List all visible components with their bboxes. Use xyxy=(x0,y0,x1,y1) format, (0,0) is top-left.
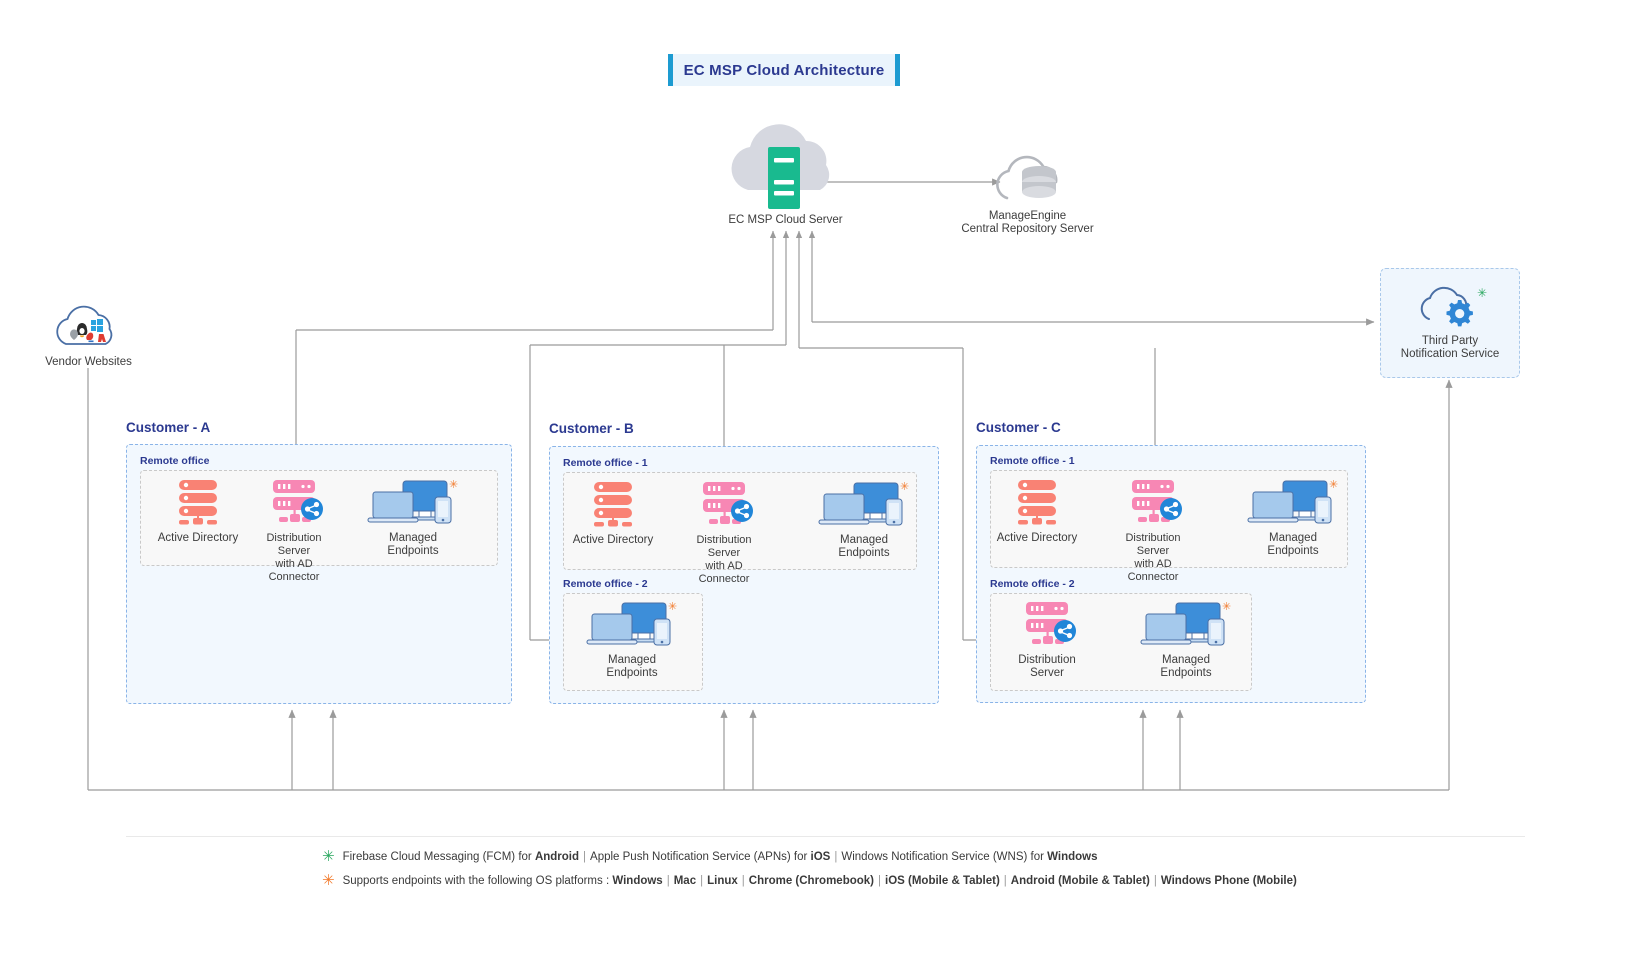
customer-c-active-directory-node[interactable]: Active Directory xyxy=(994,478,1080,550)
legend-row-os-platforms: ✳ Supports endpoints with the following … xyxy=(322,872,1525,889)
third-party-label-line1: Third Party xyxy=(1421,335,1479,347)
customer-a-distribution-server-node[interactable]: Distribution Server with AD Connector xyxy=(251,478,337,583)
customer-b-title: Customer - B xyxy=(549,421,634,436)
distribution-server-icon xyxy=(1026,602,1076,644)
third-party-label-line2: Notification Service xyxy=(1400,348,1500,360)
managed-endpoints-icon: ✳ xyxy=(1140,600,1231,646)
legend-row-notification: ✳ Firebase Cloud Messaging (FCM) for And… xyxy=(322,848,1525,865)
distribution-server-icon xyxy=(703,482,753,524)
customer-c-office2-managed-endpoints-label: Managed Endpoints xyxy=(1160,654,1212,679)
svg-text:✳: ✳ xyxy=(900,480,909,493)
customer-a-active-directory-label: Active Directory xyxy=(157,532,239,544)
customer-c-title: Customer - C xyxy=(976,420,1061,435)
customer-c-office-1-label: Remote office - 1 xyxy=(990,455,1075,467)
customer-c-distribution-server-label-line2: with AD Connector xyxy=(1127,558,1179,583)
customer-a-office-1-label: Remote office xyxy=(140,455,210,467)
ec-msp-cloud-server-label: EC MSP Cloud Server xyxy=(728,214,843,226)
customer-a-managed-endpoints-label: Managed Endpoints xyxy=(387,532,439,557)
svg-text:✳: ✳ xyxy=(1477,286,1487,300)
customer-a-managed-endpoints-node[interactable]: ✳ Managed Endpoints xyxy=(365,478,461,557)
customer-b-office2-managed-endpoints-node[interactable]: ✳ Managed Endpoints xyxy=(584,600,680,679)
title-accent-bar-right xyxy=(895,54,900,86)
customer-b-distribution-server-label-line1: Distribution Server xyxy=(696,534,752,559)
customer-c-office2-distribution-server-label: Distribution Server xyxy=(1018,654,1076,679)
customer-c-office2-managed-endpoints-node[interactable]: ✳ Managed Endpoints xyxy=(1138,600,1234,679)
customer-b-managed-endpoints-label: Managed Endpoints xyxy=(838,534,890,559)
vendor-websites-cloud-icon xyxy=(56,305,113,345)
legend-row-os-platforms-text: Supports endpoints with the following OS… xyxy=(342,875,1297,887)
customer-c-office2-distribution-server-node[interactable]: Distribution Server xyxy=(1004,600,1090,679)
svg-text:✳: ✳ xyxy=(1222,600,1231,613)
ec-msp-cloud-server-node[interactable]: EC MSP Cloud Server xyxy=(718,118,853,230)
customer-c-active-directory-label: Active Directory xyxy=(996,532,1078,544)
customer-c-managed-endpoints-node[interactable]: ✳ Managed Endpoints xyxy=(1245,478,1341,557)
customer-a-title: Customer - A xyxy=(126,420,211,435)
svg-text:✳: ✳ xyxy=(449,478,458,491)
active-directory-icon xyxy=(1018,480,1056,525)
cloud-server-icon xyxy=(731,124,830,209)
repository-label-line1: ManageEngine xyxy=(988,210,1067,222)
legend-row-notification-text: Firebase Cloud Messaging (FCM) for Andro… xyxy=(342,851,1098,863)
distribution-server-icon xyxy=(273,480,323,522)
managed-endpoints-icon: ✳ xyxy=(367,478,458,524)
customer-c-distribution-server-label-line1: Distribution Server xyxy=(1125,532,1181,557)
vendor-websites-label: Vendor Websites xyxy=(45,356,132,368)
customer-b-managed-endpoints-node[interactable]: ✳ Managed Endpoints xyxy=(816,480,912,559)
active-directory-icon xyxy=(179,480,217,525)
customer-b-active-directory-label: Active Directory xyxy=(572,534,654,546)
customer-b-distribution-server-node[interactable]: Distribution Server with AD Connector xyxy=(681,480,767,585)
managed-endpoints-icon: ✳ xyxy=(818,480,909,526)
svg-text:✳: ✳ xyxy=(1329,478,1338,491)
cloud-gear-icon: ✳ xyxy=(1420,286,1487,327)
legend: ✳ Firebase Cloud Messaging (FCM) for And… xyxy=(126,836,1525,889)
page-title-banner: EC MSP Cloud Architecture xyxy=(668,54,900,86)
repository-label-line2: Central Repository Server xyxy=(961,223,1094,235)
managed-endpoints-icon: ✳ xyxy=(1247,478,1338,524)
title-accent-bar-left xyxy=(668,54,673,86)
active-directory-icon xyxy=(594,482,632,527)
customer-c-managed-endpoints-label: Managed Endpoints xyxy=(1267,532,1319,557)
manageengine-repository-node[interactable]: ManageEngine Central Repository Server xyxy=(955,150,1100,240)
customer-b-active-directory-node[interactable]: Active Directory xyxy=(570,480,656,552)
repository-cloud-database-icon xyxy=(996,155,1058,200)
distribution-server-icon xyxy=(1132,480,1182,522)
fcm-asterisk-icon: ✳ xyxy=(322,848,335,865)
customer-b-distribution-server-label-line2: with AD Connector xyxy=(698,560,750,585)
os-platforms-asterisk-icon: ✳ xyxy=(322,872,335,889)
customer-c-distribution-server-node[interactable]: Distribution Server with AD Connector xyxy=(1110,478,1196,583)
managed-endpoints-icon: ✳ xyxy=(586,600,677,646)
customer-b-office-1-label: Remote office - 1 xyxy=(563,457,648,469)
page-title: EC MSP Cloud Architecture xyxy=(683,61,885,79)
customer-a-distribution-server-label-line1: Distribution Server xyxy=(266,532,322,557)
customer-b-office2-managed-endpoints-label: Managed Endpoints xyxy=(606,654,658,679)
customer-a-active-directory-node[interactable]: Active Directory xyxy=(155,478,241,550)
svg-text:✳: ✳ xyxy=(668,600,677,613)
third-party-notification-service-box[interactable]: ✳ Third Party Notification Service xyxy=(1380,268,1520,378)
customer-a-distribution-server-label-line2: with AD Connector xyxy=(268,558,320,583)
customer-c-office-2-label: Remote office - 2 xyxy=(990,578,1075,590)
customer-b-office-2-label: Remote office - 2 xyxy=(563,578,648,590)
vendor-websites-node[interactable]: Vendor Websites xyxy=(30,296,147,372)
